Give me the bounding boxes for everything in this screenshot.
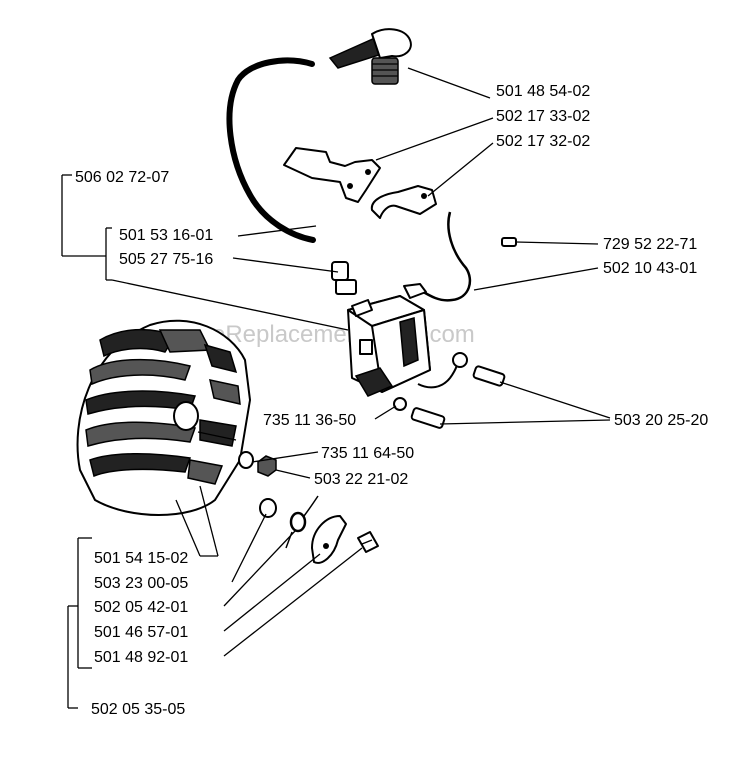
starter-pawl — [311, 515, 347, 564]
terminal-screw — [331, 261, 357, 295]
label-505-27-75-16: 505 27 75-16 — [119, 251, 213, 268]
short-circuit-plate — [370, 185, 437, 219]
label-502-05-35-05: 502 05 35-05 — [91, 701, 185, 718]
ground-wire — [419, 211, 472, 302]
screw-small — [501, 237, 517, 247]
leader-lines — [106, 67, 611, 657]
spark-plug-cap — [328, 28, 412, 85]
label-503-22-21-02: 503 22 21-02 — [314, 471, 408, 488]
part-number-labels: 501 48 54-02 502 17 33-02 502 17 32-02 5… — [75, 83, 708, 718]
label-501-48-54-02: 501 48 54-02 — [496, 83, 590, 100]
label-502-05-42-01: 502 05 42-01 — [94, 599, 188, 616]
label-735-11-36-50: 735 11 36-50 — [263, 412, 356, 429]
pawl-spring — [285, 495, 319, 549]
label-502-17-32-02: 502 17 32-02 — [496, 133, 590, 150]
label-501-48-92-01: 501 48 92-01 — [94, 649, 188, 666]
label-506-02-72-07: 506 02 72-07 — [75, 169, 169, 186]
label-501-54-15-02: 501 54 15-02 — [94, 550, 188, 567]
label-502-17-33-02: 502 17 33-02 — [496, 108, 590, 125]
label-729-52-22-71: 729 52 22-71 — [603, 236, 697, 253]
label-503-20-25-20: 503 20 25-20 — [614, 412, 708, 429]
washer-735-11-36-50 — [393, 397, 407, 411]
label-502-10-43-01: 502 10 43-01 — [603, 260, 697, 277]
flywheel — [76, 319, 251, 516]
washer-503-23-00-05 — [259, 498, 277, 518]
ignition-cable — [226, 57, 316, 243]
label-503-23-00-05: 503 23 00-05 — [94, 575, 188, 592]
module-screw-lower — [410, 407, 446, 429]
label-735-11-64-50: 735 11 64-50 — [321, 445, 414, 462]
washer-735-11-64-50 — [238, 451, 254, 469]
watermark: eReplacementParts.com — [212, 321, 475, 348]
label-501-46-57-01: 501 46 57-01 — [94, 624, 188, 641]
wire-eyelet — [452, 352, 468, 368]
pawl-bolt — [357, 531, 379, 553]
label-501-53-16-01: 501 53 16-01 — [119, 227, 213, 244]
module-screw-upper — [472, 365, 506, 387]
wire-terminal — [403, 283, 427, 299]
short-circuit-bracket — [283, 147, 381, 203]
bracket-lines — [61, 174, 112, 709]
ignition-module — [347, 295, 431, 397]
